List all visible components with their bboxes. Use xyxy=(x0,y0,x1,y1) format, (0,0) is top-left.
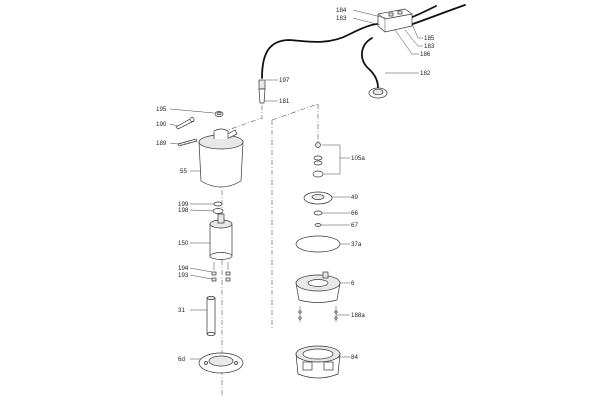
label-150: 150 xyxy=(178,240,189,247)
leader-lines xyxy=(169,9,423,360)
label-190: 190 xyxy=(156,121,167,128)
label-184: 184 xyxy=(336,7,347,14)
label-105a: 105a xyxy=(351,155,365,162)
label-183-top: 183 xyxy=(336,15,347,22)
cable-assembly xyxy=(258,4,466,104)
label-182: 182 xyxy=(420,70,431,77)
part-37a-large-oring xyxy=(295,235,341,253)
part-31-shaft xyxy=(206,296,216,336)
label-66: 66 xyxy=(351,210,358,217)
label-185: 185 xyxy=(424,35,435,42)
part-84-strainer-base xyxy=(295,345,341,379)
label-188a: 188a xyxy=(351,312,365,319)
label-183-right: 183 xyxy=(424,43,435,50)
part-6d-base-flange xyxy=(198,352,244,374)
label-6d: 6d xyxy=(178,356,185,363)
label-6: 6 xyxy=(351,280,355,287)
label-67: 67 xyxy=(351,222,358,229)
label-189: 189 xyxy=(156,140,167,147)
part-199-oring xyxy=(213,201,223,207)
label-31: 31 xyxy=(178,307,185,314)
label-195: 195 xyxy=(156,106,167,113)
part-190-handle-pin xyxy=(175,117,195,130)
cable-plug xyxy=(258,79,266,104)
junction-box xyxy=(377,8,413,33)
label-181: 181 xyxy=(279,98,290,105)
part-labels: 184 183 185 183 186 182 197 181 195 190 … xyxy=(156,7,435,363)
part-150-motor xyxy=(209,213,233,260)
part-67-nut xyxy=(314,223,322,227)
parts-188a-bolts xyxy=(298,306,338,322)
label-186: 186 xyxy=(420,51,431,58)
part-198-oring xyxy=(212,208,224,214)
label-197: 197 xyxy=(279,77,290,84)
float-switch xyxy=(368,87,388,99)
part-66-washer xyxy=(313,210,323,216)
part-195-nut xyxy=(214,111,224,117)
label-199: 199 xyxy=(178,201,189,208)
label-193: 193 xyxy=(178,272,189,279)
part-189-screw xyxy=(177,138,198,147)
part-49-diffuser-plate xyxy=(303,191,333,205)
label-198: 198 xyxy=(178,207,189,214)
parts-105a-nuts-washers xyxy=(312,142,324,178)
part-6-pump-casing xyxy=(295,271,341,303)
label-55: 55 xyxy=(180,168,187,175)
label-84: 84 xyxy=(351,354,358,361)
parts-194-193-screws xyxy=(211,262,231,282)
label-49: 49 xyxy=(351,194,358,201)
label-194: 194 xyxy=(178,265,189,272)
part-55-motor-housing xyxy=(198,128,244,188)
label-37a: 37a xyxy=(351,241,362,248)
